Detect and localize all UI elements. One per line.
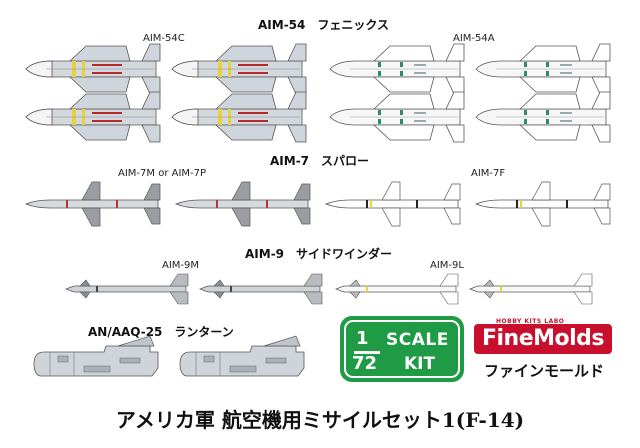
missile-aim-54c-3 (25, 91, 161, 143)
missile-aim-54c-4 (171, 91, 307, 143)
section-title-aim54: AIM-54 フェニックス (258, 18, 390, 32)
pod-lantern-2 (179, 335, 305, 377)
kit-word: KIT (404, 354, 436, 374)
scale-fraction-line (354, 351, 380, 354)
scale-badge: 1 72 SCALE KIT (340, 316, 464, 382)
scale-word: SCALE (386, 330, 449, 350)
missile-aim-9l-1 (335, 273, 459, 305)
section-title-aim9: AIM-9 サイドワインダー (245, 247, 393, 261)
scale-numerator: 1 (356, 328, 369, 349)
missile-aim-7m-2 (175, 181, 311, 227)
missile-aim-7f-2 (475, 181, 611, 227)
missile-aim-54c-2 (171, 43, 307, 95)
section-title-aaq25: AN/AAQ-25 ランターン (88, 325, 234, 339)
missile-aim-54a-3 (329, 91, 465, 143)
missile-aim-9l-2 (469, 273, 593, 305)
label-aim-54c: AIM-54C (143, 33, 185, 44)
pod-lantern-1 (33, 335, 159, 377)
label-aim-7m-or-7p: AIM-7M or AIM-7P (118, 168, 207, 179)
scale-denominator: 72 (352, 353, 378, 374)
missile-aim-7f-1 (325, 181, 461, 227)
missile-aim-9m-2 (199, 273, 323, 305)
logo-brand-name: FineMolds (474, 324, 612, 354)
label-aim-9l: AIM-9L (430, 260, 464, 271)
missile-aim-54a-1 (329, 43, 465, 95)
logo-kana: ファインモールド (483, 362, 604, 380)
label-aim-9m: AIM-9M (162, 260, 200, 271)
label-aim-54a: AIM-54A (453, 33, 495, 44)
product-title: アメリカ軍 航空機用ミサイルセット1(F-14) (115, 408, 525, 432)
finemolds-logo: HOBBY KITS LABO FineMolds (474, 318, 612, 358)
missile-aim-54a-2 (475, 43, 611, 95)
scale-badge-border: 1 72 SCALE KIT (344, 320, 460, 378)
section-title-aim7: AIM-7 スパロー (270, 154, 370, 168)
missile-aim-9m-1 (65, 273, 189, 305)
logo-small-text: HOBBY KITS LABO (496, 318, 565, 325)
missile-aim-7m-1 (25, 181, 161, 227)
missile-aim-54c-1 (25, 43, 161, 95)
label-aim-7f: AIM-7F (471, 168, 506, 179)
missile-aim-54a-4 (475, 91, 611, 143)
